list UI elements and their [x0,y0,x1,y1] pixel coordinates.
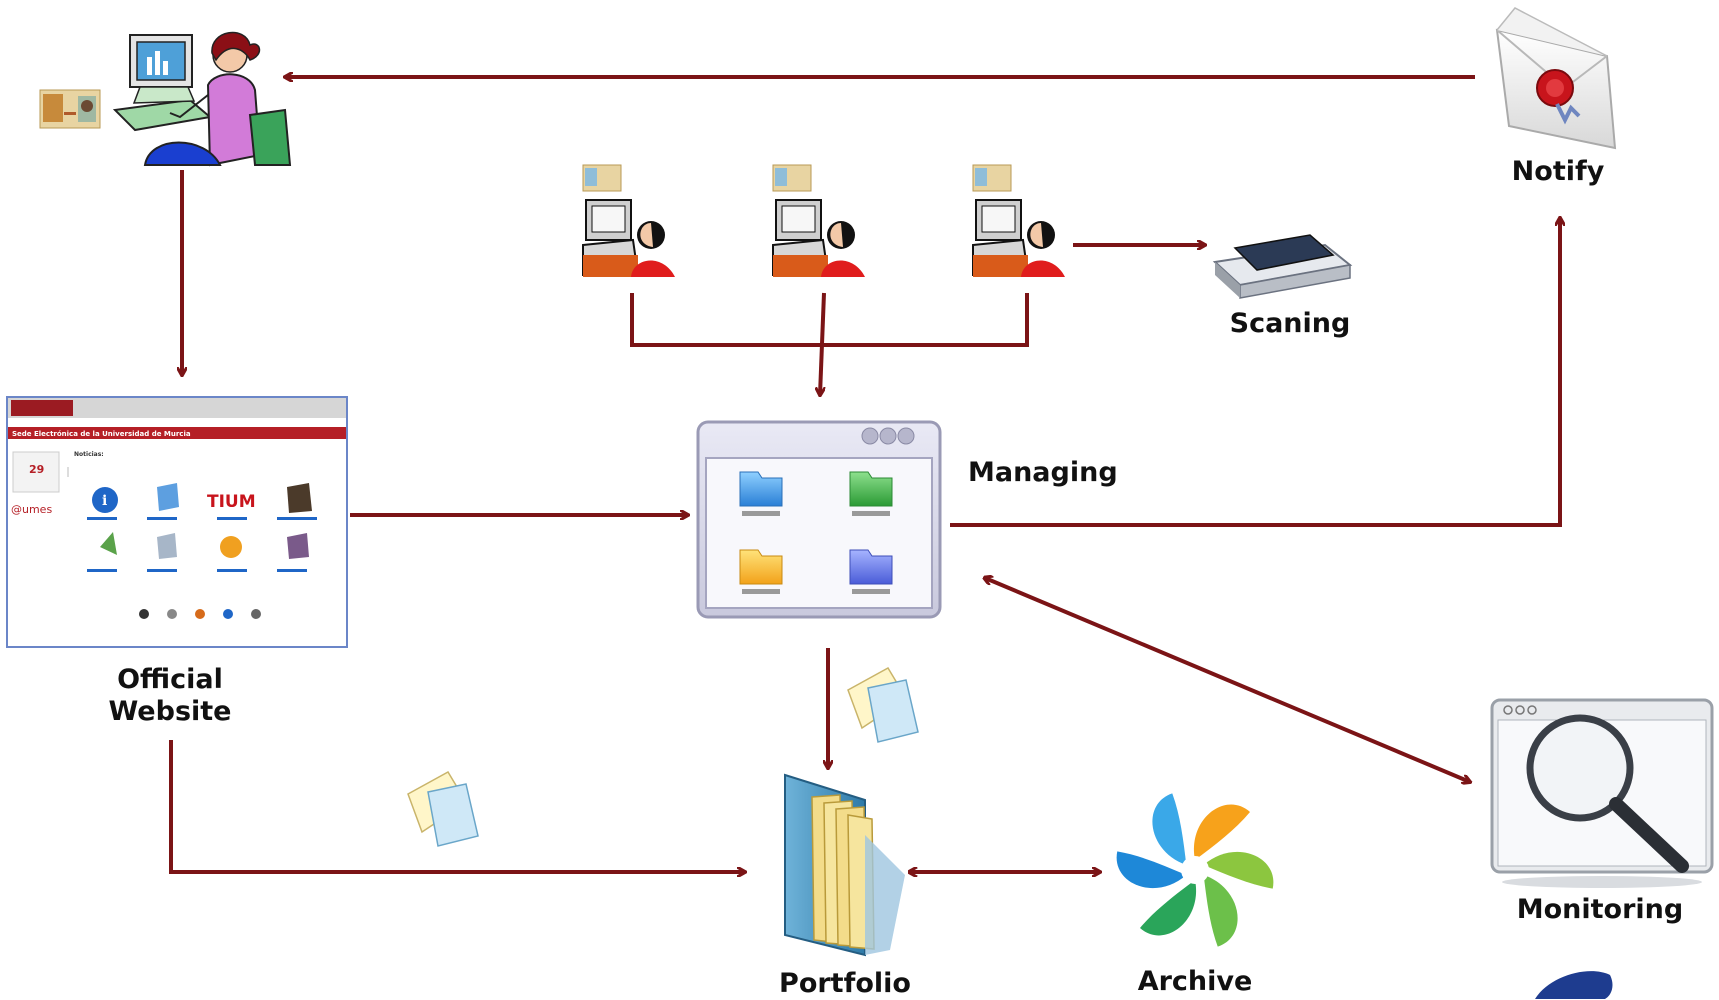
clerk-at-computer-icon [972,164,1065,277]
website-header-text: Sede Electrónica de la Universidad de Mu… [12,430,191,438]
alfresco-flower-icon [1116,793,1274,947]
arrow-managing-to-notify [950,218,1560,527]
monitoring-label: Monitoring [1516,894,1684,925]
website-brand: @umes [11,503,52,516]
managing-label: Managing [968,457,1118,488]
magnifier-window-icon [1490,698,1714,888]
documents-icon [847,666,919,743]
website-tum-logo: TIUM [207,492,256,512]
official-website-label: Official Website [95,664,245,728]
official-label-line1: Official [117,664,223,695]
portfolio-label: Portfolio [779,968,911,999]
app-window-folders-icon [696,420,942,619]
website-news: Noticias: [74,451,104,458]
arrows [169,77,1560,872]
website-date: 29 [29,463,44,476]
portfolio-folder-icon [784,773,905,957]
official-label-line2: Website [108,696,232,727]
arrow-website-to-portfolio [169,740,745,872]
arrow-clerks-merge [630,293,1029,347]
clerk-at-computer-icon [582,164,675,277]
logo-fragment [1535,971,1613,999]
clerk-at-computer-icon [772,164,865,277]
user-at-computer-icon [112,31,292,167]
clerks-group [582,164,1065,277]
documents-icon [407,770,479,847]
id-card-icon [39,89,101,129]
archive-label: Archive [1137,966,1253,997]
scanning-label: Scaning [1229,308,1351,339]
envelope-seal-icon [1495,7,1617,150]
svg-text:i: i [102,493,107,509]
arrow-managing-monitoring [985,578,1470,782]
notify-label: Notify [1511,156,1605,187]
arrow-clerk2-to-managing [820,292,826,395]
scanner-icon [1212,234,1353,299]
website-screenshot: Sede Electrónica de la Universidad de Mu… [6,396,348,648]
